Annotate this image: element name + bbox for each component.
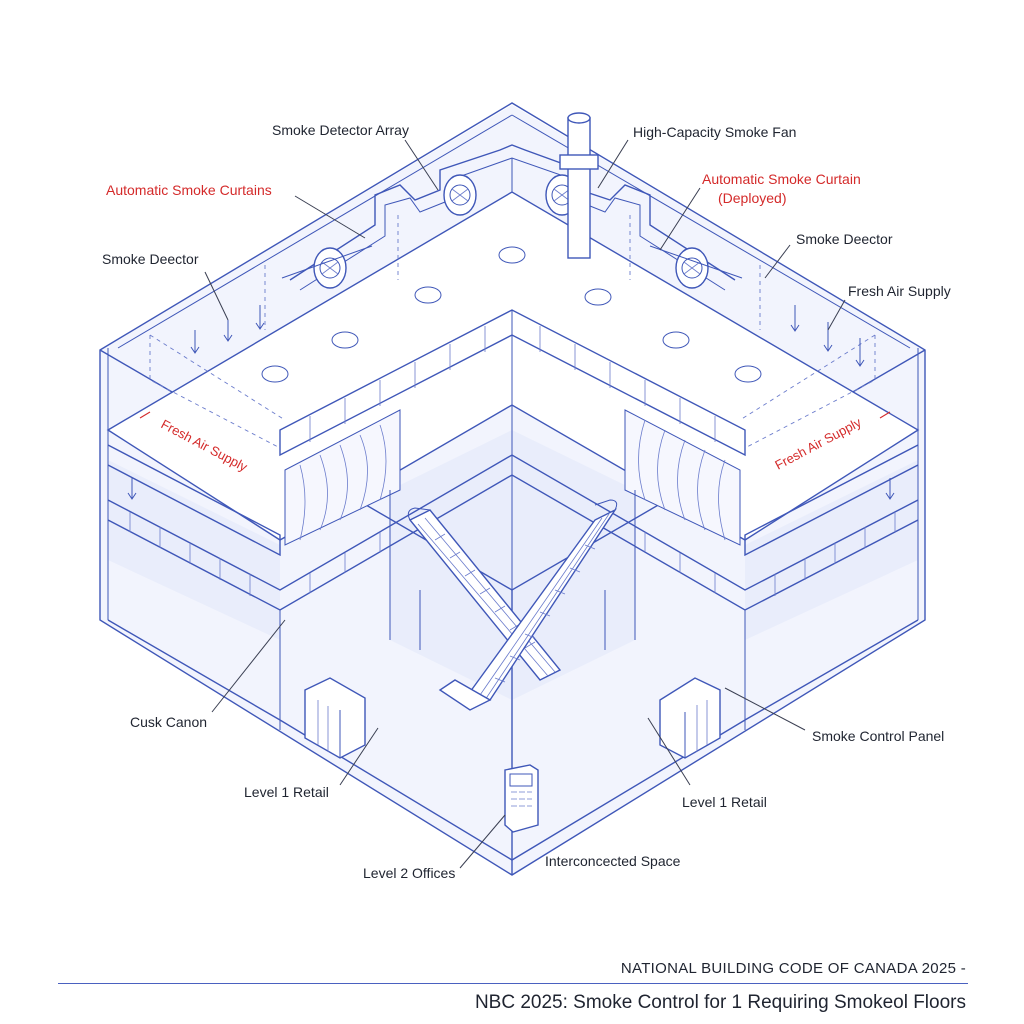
leader-lines — [204, 139, 846, 869]
label-cusk-canon: Cusk Canon — [130, 714, 207, 730]
label-level1-retail-right: Level 1 Retail — [682, 794, 767, 810]
roof-parapet — [289, 144, 736, 291]
smoke-fan-center-left — [443, 174, 477, 216]
smoke-fan-right — [649, 245, 743, 289]
label-curtain-deployed: (Deployed) — [718, 190, 786, 206]
level-2-floor — [107, 309, 919, 611]
label-automatic-smoke-curtains: Automatic Smoke Curtains — [106, 182, 272, 198]
retail-door-right — [659, 677, 721, 759]
label-fresh-air-supply-right: Fresh Air Supply — [848, 283, 951, 299]
roof-diffusers — [261, 246, 762, 383]
upper-railing — [309, 326, 716, 442]
escalator-b — [438, 499, 618, 711]
label-smoke-deector-left: Smoke Deector — [102, 251, 199, 267]
smoke-control-kiosk — [504, 764, 539, 833]
deployed-smoke-curtain-right — [624, 409, 741, 546]
deployed-smoke-curtain-left — [284, 409, 401, 546]
atrium-structure — [107, 490, 919, 861]
high-capacity-fan-stack — [559, 112, 599, 259]
label-level2-offices: Level 2 Offices — [363, 865, 455, 881]
label-high-capacity-fan: High-Capacity Smoke Fan — [633, 124, 796, 140]
label-interconnected-space: Interconcected Space — [545, 853, 681, 869]
smoke-fan-left — [281, 245, 373, 289]
footer-divider — [58, 983, 968, 984]
footer-title: NBC 2025: Smoke Control for 1 Requiring … — [474, 992, 966, 1013]
lower-railing — [129, 512, 896, 596]
curtain-red-marks — [139, 411, 891, 419]
label-smoke-deector-right: Smoke Deector — [796, 231, 893, 247]
smoke-curtain-dashes — [149, 215, 876, 449]
retail-door-left — [304, 677, 366, 759]
footer-code-line: NATIONAL BUILDING CODE OF CANADA 2025 - — [620, 960, 966, 977]
label-automatic-smoke-curtain: Automatic Smoke Curtain — [702, 171, 861, 187]
airflow-arrows — [127, 305, 895, 500]
label-smoke-detector-array: Smoke Detector Array — [272, 122, 409, 138]
label-level1-retail-left: Level 1 Retail — [244, 784, 329, 800]
label-smoke-control-panel: Smoke Control Panel — [812, 728, 944, 744]
